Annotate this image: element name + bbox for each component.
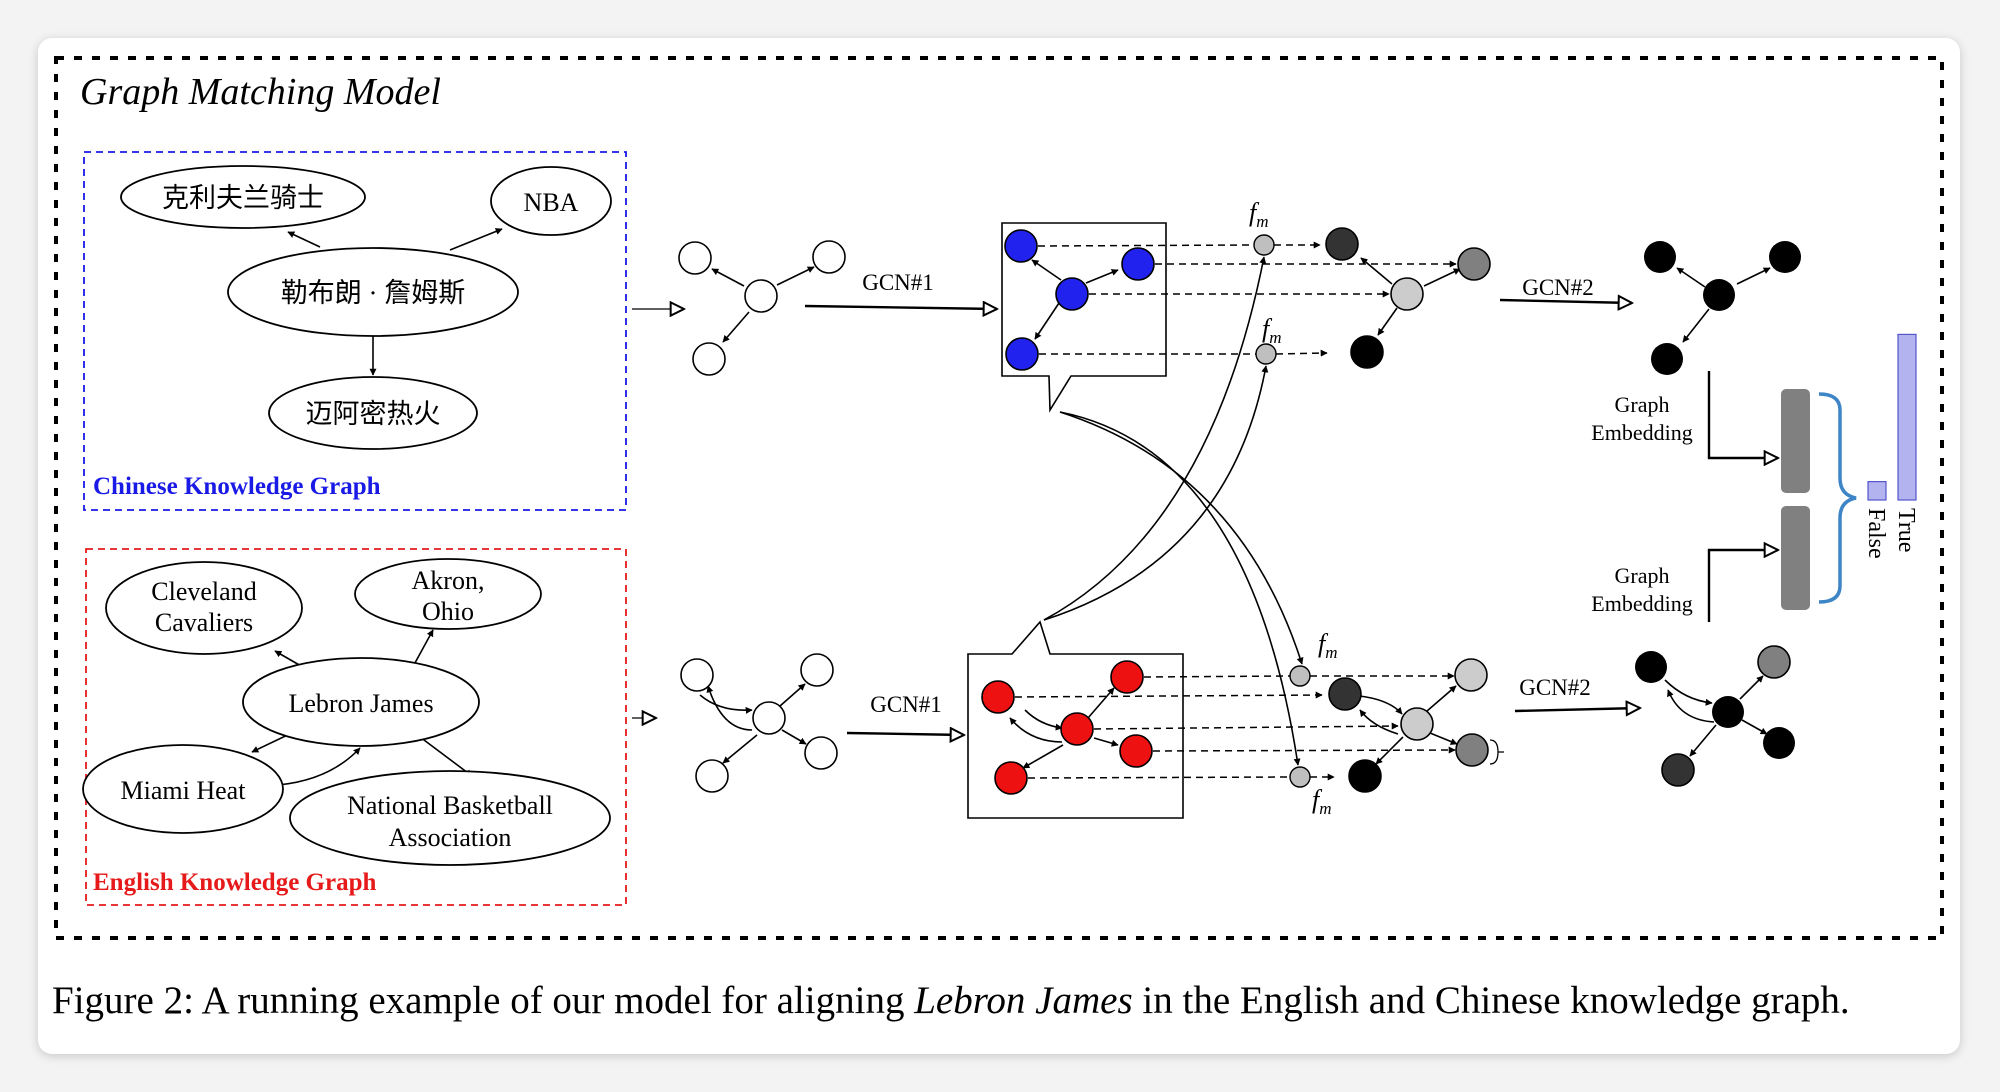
caption-prefix: Figure 2: A running example of our model… xyxy=(52,979,915,1022)
node-center-en-label: Lebron James xyxy=(288,689,433,718)
fm-node-top-1 xyxy=(1253,234,1275,256)
red-node-4 xyxy=(1119,734,1153,768)
node-cavaliers-zh xyxy=(120,165,366,229)
edge-center-cavaliers xyxy=(287,231,321,248)
top-output-graph xyxy=(1644,241,1801,375)
chinese-knowledge-graph: 克利夫兰骑士 NBA 勒布朗 · 詹姆斯 迈阿密热火 Chinese Knowl… xyxy=(83,151,627,511)
diagram-title: Graph Matching Model xyxy=(80,71,441,113)
top-gcn1-callout xyxy=(1001,222,1167,413)
node-heat-zh-label: 迈阿密热火 xyxy=(306,399,441,429)
fm-label-bottom-1: fm xyxy=(1318,629,1338,662)
node-cavaliers-en-line2: Cavaliers xyxy=(155,608,253,637)
chinese-graph-label: Chinese Knowledge Graph xyxy=(93,473,381,500)
chinese-graph-frame xyxy=(83,151,627,511)
node-center-zh xyxy=(227,247,519,337)
node-nba-zh-label: NBA xyxy=(524,188,579,217)
red-node-2 xyxy=(1110,660,1144,694)
node-cavaliers-zh-label: 克利夫兰骑士 xyxy=(162,183,324,213)
gcn2-top-label: GCN#2 xyxy=(1522,275,1594,300)
node-heat-en xyxy=(82,744,284,834)
node-center-zh-label: 勒布朗 · 詹姆斯 xyxy=(281,278,466,308)
blue-node-4 xyxy=(1005,337,1039,371)
red-node-3 xyxy=(1060,712,1094,746)
svg-text:Graph: Graph xyxy=(1615,563,1670,588)
gcn2-bottom-label: GCN#2 xyxy=(1519,675,1591,700)
top-matched-graph xyxy=(1325,227,1491,369)
node-akron-en-line2: Ohio xyxy=(422,597,474,626)
node-nba-en-line1: National Basketball xyxy=(347,791,553,820)
figure-caption: Figure 2: A running example of our model… xyxy=(52,978,1952,1023)
svg-text:Graph: Graph xyxy=(1615,392,1670,417)
bottom-matched-graph xyxy=(1328,658,1504,793)
node-nba-en-line2: Association xyxy=(389,823,512,852)
english-graph-label: English Knowledge Graph xyxy=(93,869,376,896)
caption-suffix: in the English and Chinese knowledge gra… xyxy=(1132,979,1850,1022)
gcn2-top-arrow xyxy=(1499,300,1632,303)
red-node-1 xyxy=(981,680,1015,714)
output-bars xyxy=(1867,333,1917,501)
svg-text:Embedding: Embedding xyxy=(1591,420,1692,445)
bottom-input-graph xyxy=(680,653,838,793)
node-nba-en xyxy=(289,770,611,866)
blue-node-2 xyxy=(1121,247,1155,281)
svg-text:Embedding: Embedding xyxy=(1591,591,1692,616)
node-akron-en-line1: Akron, xyxy=(412,566,485,595)
graph-embedding-bottom: Graph Embedding xyxy=(1591,550,1778,622)
blue-node-3 xyxy=(1055,277,1089,311)
red-node-5 xyxy=(994,761,1028,795)
node-center-en xyxy=(242,657,480,747)
fm-node-bottom-1 xyxy=(1289,665,1311,687)
caption-entity: Lebron James xyxy=(914,979,1133,1022)
embedding-vector-top xyxy=(1781,389,1810,493)
node-nba-zh xyxy=(490,166,612,236)
node-cavaliers-en-line1: Cleveland xyxy=(151,577,256,606)
gcn1-bottom-arrow xyxy=(846,733,964,735)
fm-label-top-1: fm xyxy=(1249,198,1269,231)
node-akron-en xyxy=(354,558,542,630)
gcn1-top-arrow xyxy=(804,306,997,309)
false-score-bar xyxy=(1867,481,1887,501)
node-cavaliers-en xyxy=(105,561,303,655)
edge-center-nba-en xyxy=(419,736,473,777)
bottom-matching-edges xyxy=(1014,672,1456,781)
english-graph-frame xyxy=(85,548,627,906)
node-heat-en-label: Miami Heat xyxy=(121,776,247,805)
gcn1-top-label: GCN#1 xyxy=(862,270,934,295)
graph-embedding-top: Graph Embedding xyxy=(1591,371,1778,458)
edge-heat-center-en xyxy=(277,747,361,786)
fm-label-bottom-2: fm xyxy=(1312,785,1332,818)
edge-center-nba xyxy=(449,228,503,251)
false-label: False xyxy=(1863,508,1889,559)
gcn2-bottom-arrow xyxy=(1514,708,1640,711)
english-knowledge-graph: Cleveland Cavaliers Akron, Ohio Lebron J… xyxy=(82,548,627,906)
top-matching-edges xyxy=(1037,241,1457,357)
node-heat-zh xyxy=(268,376,478,450)
bottom-output-graph xyxy=(1635,645,1795,787)
true-score-bar xyxy=(1897,333,1917,501)
fm-label-top-2: fm xyxy=(1262,314,1282,347)
fm-node-top-2 xyxy=(1255,343,1277,365)
bottom-gcn1-callout xyxy=(967,620,1184,819)
true-label: True xyxy=(1893,508,1919,552)
concat-brace xyxy=(1818,392,1857,604)
outer-frame xyxy=(54,56,1944,940)
top-input-graph xyxy=(678,240,846,376)
fm-node-bottom-2 xyxy=(1289,766,1311,788)
embedding-vector-bottom xyxy=(1781,506,1810,610)
gcn1-bottom-label: GCN#1 xyxy=(870,692,942,717)
blue-node-1 xyxy=(1004,229,1038,263)
cross-graph-matching xyxy=(1043,256,1304,766)
